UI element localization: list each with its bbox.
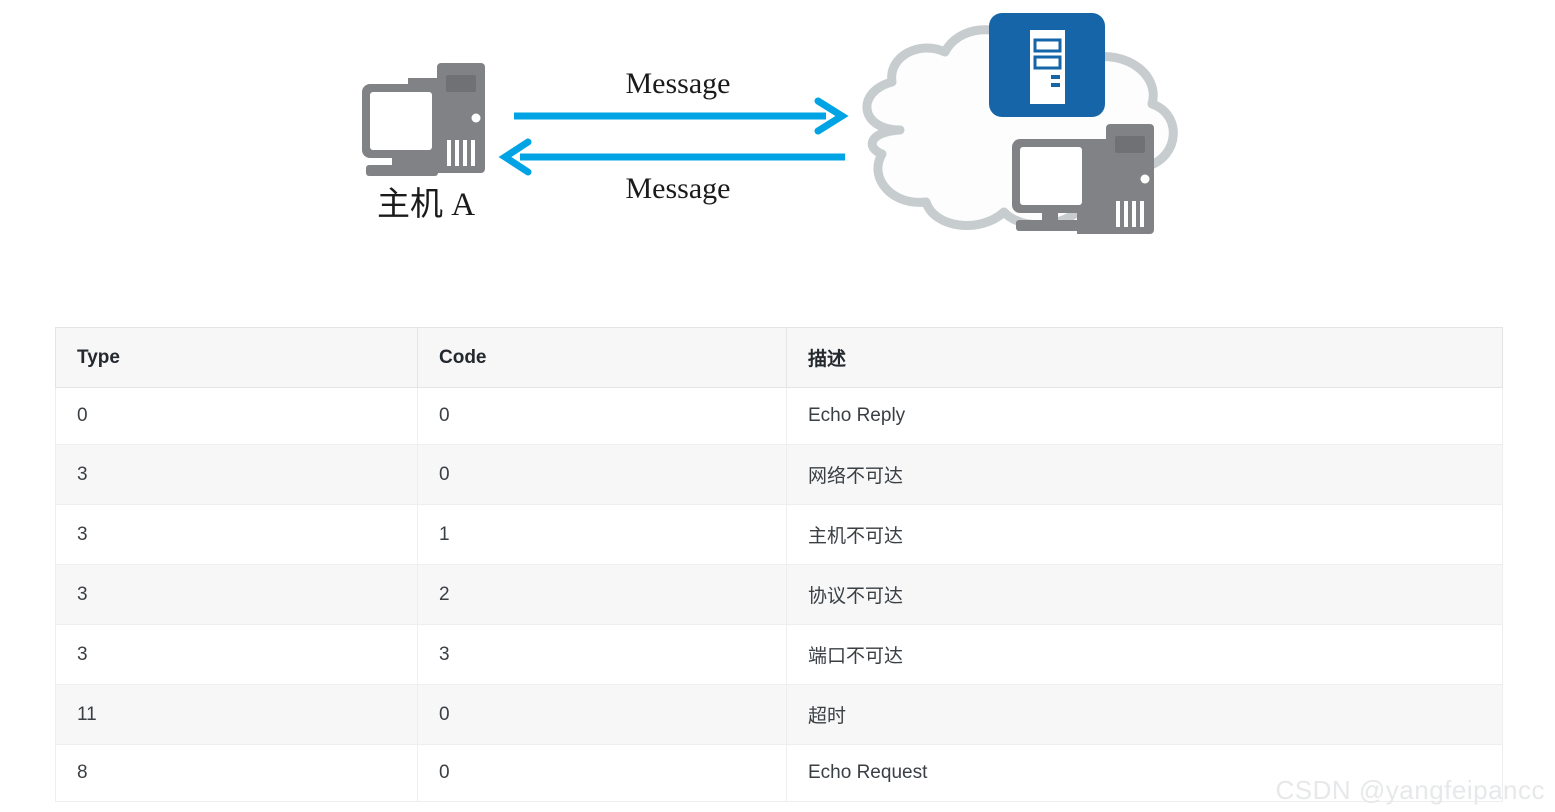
table-row: 11 0 超时 — [55, 684, 1503, 745]
table-row: 3 1 主机不可达 — [55, 504, 1503, 565]
arrow-left-icon — [498, 138, 845, 176]
cell-code: 2 — [417, 564, 787, 625]
icmp-message-diagram: 主机 A Message Message — [0, 0, 1555, 300]
cell-type: 11 — [55, 684, 418, 745]
cell-type: 3 — [55, 504, 418, 565]
cell-type: 3 — [55, 444, 418, 505]
host-a-label: 主机 A — [377, 186, 475, 223]
message-label-top: Message — [626, 67, 731, 100]
server-icon — [989, 13, 1105, 117]
table-row: 3 3 端口不可达 — [55, 624, 1503, 685]
table-body: 0 0 Echo Reply 3 0 网络不可达 3 1 主机不可达 3 2 协… — [55, 387, 1503, 802]
cell-code: 1 — [417, 504, 787, 565]
cell-description: Echo Request — [786, 744, 1503, 802]
cell-code: 0 — [417, 684, 787, 745]
cell-code: 0 — [417, 744, 787, 802]
table-row: 3 0 网络不可达 — [55, 444, 1503, 505]
icmp-type-code-table-container: Type Code 描述 0 0 Echo Reply 3 0 网络不可达 3 … — [55, 327, 1503, 802]
cell-code: 0 — [417, 444, 787, 505]
cell-type: 3 — [55, 564, 418, 625]
cell-code: 0 — [417, 387, 787, 445]
message-label-bottom: Message — [626, 172, 731, 205]
cell-description: 网络不可达 — [786, 444, 1503, 505]
table-row: 0 0 Echo Reply — [55, 387, 1503, 445]
table-row: 8 0 Echo Request — [55, 744, 1503, 802]
column-header-description: 描述 — [786, 327, 1503, 388]
cell-description: 端口不可达 — [786, 624, 1503, 685]
cell-description: Echo Reply — [786, 387, 1503, 445]
cloud-computer-icon — [1012, 124, 1154, 234]
cell-description: 协议不可达 — [786, 564, 1503, 625]
cell-code: 3 — [417, 624, 787, 685]
arrow-right-icon — [514, 97, 849, 135]
cell-description: 主机不可达 — [786, 504, 1503, 565]
table-header-row: Type Code 描述 — [55, 327, 1503, 388]
column-header-type: Type — [55, 327, 418, 388]
csdn-watermark: CSDN @yangfeipancc — [1275, 775, 1545, 805]
cell-type: 3 — [55, 624, 418, 685]
table-header: Type Code 描述 — [55, 327, 1503, 388]
host-computer-icon — [362, 63, 485, 176]
cell-description: 超时 — [786, 684, 1503, 745]
cell-type: 0 — [55, 387, 418, 445]
table-row: 3 2 协议不可达 — [55, 564, 1503, 625]
icmp-type-code-table: Type Code 描述 0 0 Echo Reply 3 0 网络不可达 3 … — [55, 327, 1503, 802]
cell-type: 8 — [55, 744, 418, 802]
column-header-code: Code — [417, 327, 787, 388]
